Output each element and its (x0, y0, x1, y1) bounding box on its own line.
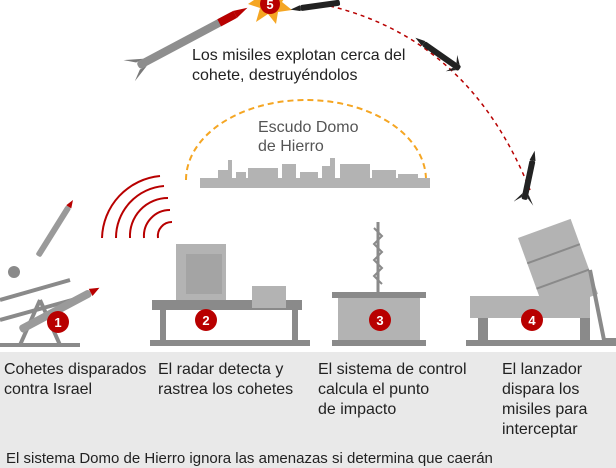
step-caption-line: de impacto (318, 401, 397, 418)
step-badge-1: 1 (47, 311, 69, 333)
step-caption-line: rastrea los cohetes (158, 381, 294, 398)
step-caption-2: El radar detecta y rastrea los cohetes (158, 360, 293, 400)
footnote: El sistema Domo de Hierro ignora las ame… (6, 450, 493, 467)
dome-label-line: de Hierro (258, 138, 324, 155)
step-caption-line: El lanzador (502, 361, 583, 378)
explosion-label: Los misiles explotan cerca del cohete, d… (192, 46, 405, 86)
svg-text:1: 1 (54, 315, 61, 330)
step-badge-5: 5 (266, 0, 273, 12)
interceptor-launcher-icon (466, 218, 616, 346)
explosion-label-line: Los misiles explotan cerca del (192, 47, 406, 64)
step-caption-4: El lanzador dispara los misiles para int… (502, 360, 587, 440)
caption-band (0, 352, 616, 468)
svg-text:3: 3 (376, 313, 383, 328)
dome-label: Escudo Domo de Hierro (258, 118, 359, 156)
svg-text:4: 4 (528, 313, 536, 328)
rocket-launcher-icon (0, 200, 100, 347)
step-badge-4: 4 (521, 309, 543, 331)
interceptor-trajectory (329, 5, 531, 191)
interceptor-missile-top-icon (290, 0, 341, 12)
explosion-icon: 5 (248, 0, 292, 24)
radar-waves-icon (101, 175, 173, 239)
step-caption-line: misiles para (502, 401, 588, 418)
step-badge-3: 3 (369, 309, 391, 331)
step-caption-line: El sistema de control (318, 361, 467, 378)
step-caption-line: El radar detecta y (158, 361, 284, 378)
step-caption-3: El sistema de control calcula el punto d… (318, 360, 467, 420)
dome-label-line: Escudo Domo (258, 119, 359, 136)
step-caption-line: dispara los (502, 381, 580, 398)
interceptor-missile-mid-icon (415, 37, 461, 72)
step-badge-2: 2 (195, 309, 217, 331)
step-caption-line: Cohetes disparados (4, 361, 147, 378)
city-skyline-icon (200, 158, 430, 188)
radar-unit-icon (150, 244, 310, 346)
step-caption-line: calcula el punto (318, 381, 430, 398)
svg-text:2: 2 (202, 313, 209, 328)
step-caption-line: contra Israel (4, 381, 93, 398)
incoming-rocket-icon (123, 7, 248, 82)
interceptor-missile-launch-icon (513, 150, 536, 206)
step-caption-1: Cohetes disparados contra Israel (4, 360, 146, 400)
explosion-label-line: cohete, destruyéndolos (192, 67, 358, 84)
step-caption-line: interceptar (502, 421, 578, 438)
